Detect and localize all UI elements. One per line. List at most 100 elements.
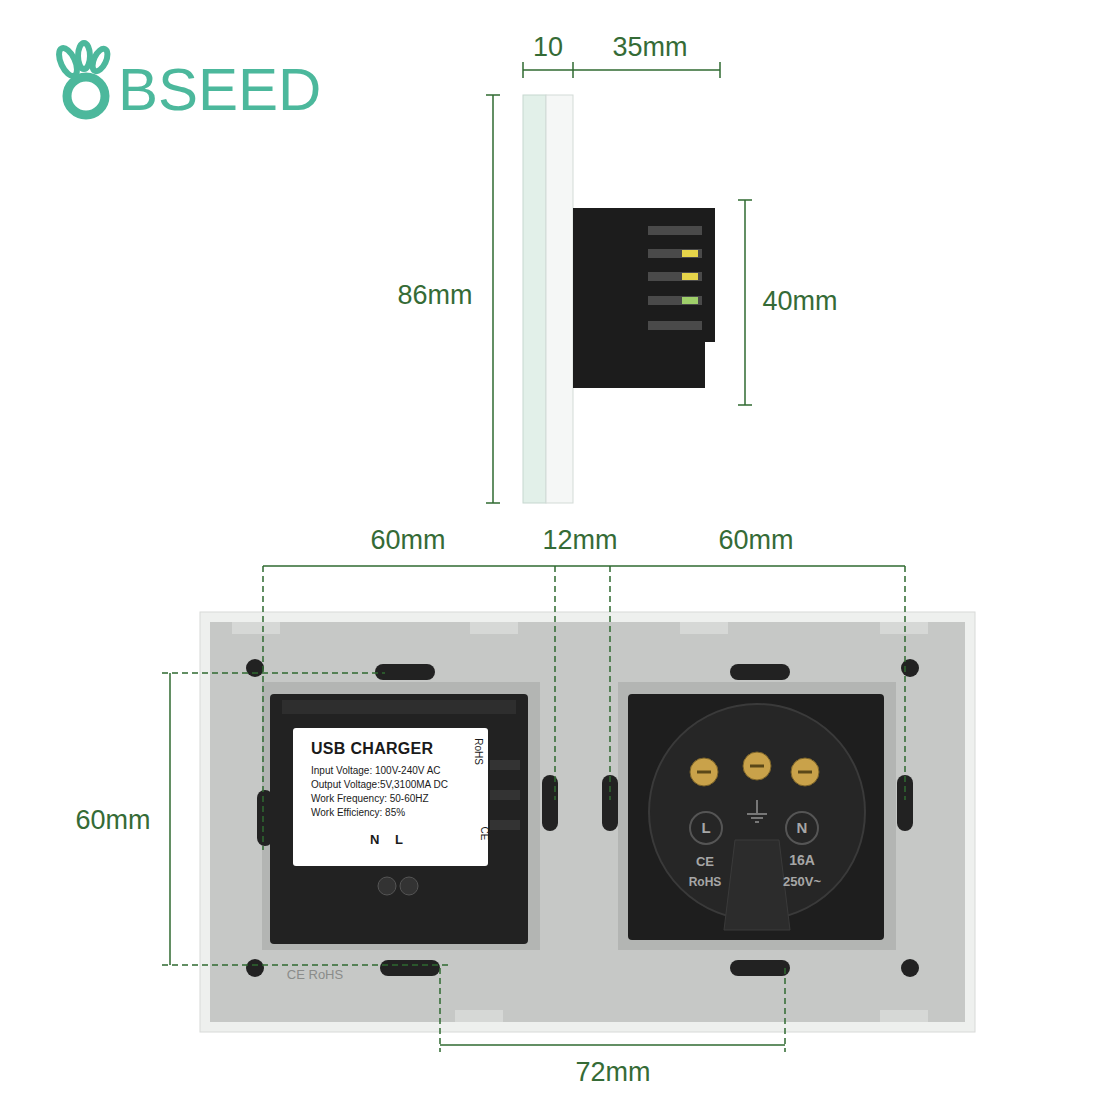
frame-layer [546, 95, 573, 503]
dimension-tick [522, 62, 524, 78]
vent-slot [648, 249, 702, 258]
frame-tab [455, 1010, 503, 1022]
text-column: USB CHARGER Input Voltage: 100V-240V ACOu… [293, 728, 488, 853]
dimension-guide [262, 566, 264, 850]
screw-slot [750, 765, 764, 768]
dimension-line [440, 1044, 785, 1046]
rating-label: 250V~ [783, 875, 821, 889]
screw-hole [901, 659, 919, 677]
spec-line: Output Voltage:5V,3100MA DC [311, 778, 462, 792]
screw-hole [901, 959, 919, 977]
dimension-label: 60mm [75, 806, 150, 836]
dimension-line [610, 565, 905, 567]
module-rib [490, 820, 520, 830]
dimension-line [555, 565, 610, 567]
dimension-label: 60mm [370, 526, 445, 556]
terminal-mark: N L [311, 832, 462, 847]
dimension-tick [738, 404, 752, 406]
frame-tab [880, 1010, 928, 1022]
back-frame [210, 622, 965, 1022]
vent-slot [648, 296, 702, 305]
dimension-label: 12mm [542, 526, 617, 556]
earth-symbol [747, 800, 767, 822]
usb-charger-sticker: USB CHARGER Input Voltage: 100V-240V ACOu… [293, 728, 488, 866]
terminal-screw [743, 752, 771, 780]
terminal-screw [400, 877, 418, 895]
dimension-tick [486, 94, 500, 96]
module-recess [618, 682, 896, 950]
mount-slot [375, 664, 435, 680]
glass-panel [200, 612, 975, 1032]
dimension-guide [162, 964, 450, 966]
cert-mark: CE RoHS [287, 968, 343, 982]
frame-tab [470, 622, 518, 634]
module-rib [490, 790, 520, 800]
dimension-label: 86mm [397, 281, 472, 311]
glass-panel [523, 95, 546, 503]
terminal-screw [791, 758, 819, 786]
logo-leaf [89, 47, 110, 74]
dimension-tick [738, 199, 752, 201]
cert-mark: RoHS [689, 876, 722, 889]
dimension-guide [784, 968, 786, 1052]
terminal-clip [682, 250, 698, 257]
module-rib [490, 760, 520, 770]
cert-mark: CE [696, 855, 714, 869]
dimension-line [523, 69, 573, 71]
brand-logo: BSEED [118, 57, 321, 123]
vent-slot [648, 272, 702, 281]
terminal-clip [682, 297, 698, 304]
frame-tab [232, 622, 280, 634]
screw-slot [697, 771, 711, 774]
mount-slot [730, 960, 790, 976]
logo-ring [67, 77, 105, 115]
dimension-line [492, 95, 494, 503]
dimension-guide [162, 672, 385, 674]
mount-slot [602, 775, 618, 831]
terminal-mark: L [701, 820, 710, 837]
usb-module [270, 694, 528, 944]
dimension-label: 60mm [718, 526, 793, 556]
dimension-line [573, 69, 720, 71]
terminal-ring [786, 812, 818, 844]
screw-hole [246, 659, 264, 677]
module-body [573, 208, 715, 388]
module-recess [262, 682, 540, 950]
dimension-tick [486, 502, 500, 504]
mount-slot [897, 775, 913, 831]
dimension-guide [609, 566, 611, 800]
spec-line: Input Voltage: 100V-240V AC [311, 764, 462, 778]
terminal-screw [690, 758, 718, 786]
module-fins [282, 700, 516, 714]
vent-slot [648, 321, 702, 330]
terminal-mark: N [797, 820, 808, 837]
mount-slot [542, 775, 558, 831]
terminal-ring [690, 812, 722, 844]
dimension-tick [719, 62, 721, 78]
frame-tab [680, 622, 728, 634]
vent-slot [648, 226, 702, 235]
sticker-title: USB CHARGER [311, 740, 462, 758]
screw-slot [798, 771, 812, 774]
frame-tab [880, 622, 928, 634]
screw-hole [246, 959, 264, 977]
dimension-line [744, 200, 746, 405]
spec-line: Work Frequency: 50-60HZ [311, 792, 462, 806]
dimension-guide [554, 566, 556, 800]
logo-leaf [78, 43, 90, 69]
dimension-line [169, 673, 171, 965]
mount-slot [380, 960, 440, 976]
mount-slot [730, 664, 790, 680]
cert-mark: RoHS [473, 738, 484, 765]
spec-line: Work Efficiency: 85% [311, 806, 462, 820]
rating-label: 16A [789, 853, 815, 868]
dimension-tick [572, 62, 574, 78]
terminal-clip [682, 273, 698, 280]
dimension-label: 72mm [575, 1058, 650, 1088]
dimension-line [263, 565, 555, 567]
dimension-label: 35mm [612, 33, 687, 63]
dimension-guide [904, 566, 906, 800]
terminal-screw [378, 877, 396, 895]
dimension-guide [439, 968, 441, 1052]
dimension-label: 40mm [762, 287, 837, 317]
